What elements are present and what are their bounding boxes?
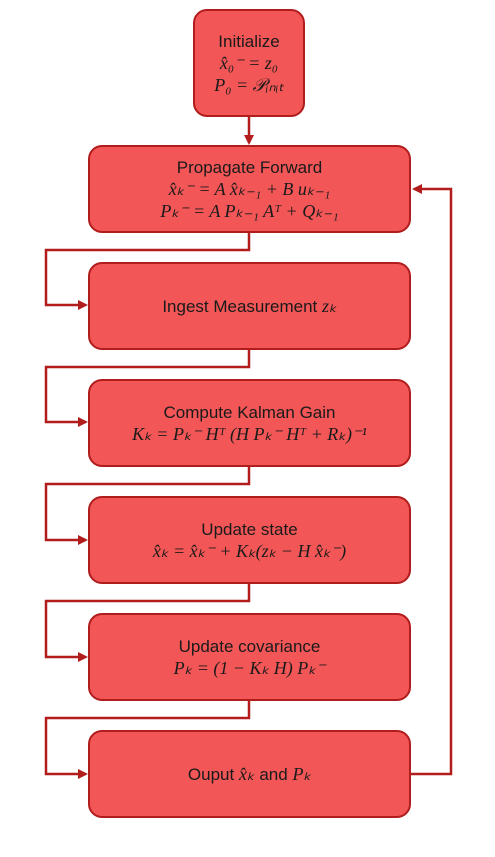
update-state-box: Update state x̂ₖ = x̂ₖ⁻ + Kₖ(zₖ − H x̂ₖ⁻… (88, 496, 411, 584)
propagate-covariance-equation: Pₖ⁻ = A Pₖ₋₁ Aᵀ + Qₖ₋₁ (160, 200, 339, 221)
output-covariance-symbol: Pₖ (292, 763, 312, 784)
arrow-output-loop-to-propagate (410, 184, 453, 776)
output-box: Ouput x̂ₖ and Pₖ (88, 730, 411, 818)
update-covariance-title: Update covariance (178, 636, 321, 656)
compute-kalman-gain-box: Compute Kalman Gain Kₖ = Pₖ⁻ Hᵀ (H Pₖ⁻ H… (88, 379, 411, 467)
initialize-equation-2: P₀ = 𝒫ᵢₙᵢₜ (214, 74, 284, 95)
output-state-symbol: x̂ₖ (238, 763, 255, 784)
initialize-box: Initialize x̂₀⁻ = z₀ P₀ = 𝒫ᵢₙᵢₜ (193, 9, 305, 117)
propagate-state-equation: x̂ₖ⁻ = A x̂ₖ₋₁ + B uₖ₋₁ (168, 178, 331, 199)
arrow-gain-to-update-state (44, 467, 251, 545)
ingest-measurement-box: Ingest Measurement zₖ (88, 262, 411, 350)
arrow-propagate-to-ingest (44, 233, 251, 310)
output-title: Ouput x̂ₖ and Pₖ (188, 764, 311, 785)
update-state-title: Update state (201, 519, 298, 539)
update-covariance-equation: Pₖ = (1 − Kₖ H) Pₖ⁻ (173, 657, 326, 678)
output-and: and (259, 764, 288, 784)
arrow-ingest-to-gain (44, 350, 251, 427)
initialize-equation-1: x̂₀⁻ = z₀ (219, 52, 279, 73)
compute-kalman-gain-title: Compute Kalman Gain (163, 402, 336, 422)
ingest-measurement-label: Ingest Measurement (162, 296, 318, 316)
arrow-update-covariance-to-output (44, 701, 251, 779)
kalman-gain-equation: Kₖ = Pₖ⁻ Hᵀ (H Pₖ⁻ Hᵀ + Rₖ)⁻¹ (132, 423, 367, 444)
initialize-title: Initialize (218, 31, 280, 51)
propagate-forward-box: Propagate Forward x̂ₖ⁻ = A x̂ₖ₋₁ + B uₖ₋… (88, 145, 411, 233)
ingest-measurement-symbol: zₖ (322, 295, 337, 316)
output-prefix: Ouput (187, 764, 235, 784)
arrow-update-state-to-update-covariance (44, 584, 251, 662)
ingest-measurement-title: Ingest Measurement zₖ (162, 296, 336, 317)
update-state-equation: x̂ₖ = x̂ₖ⁻ + Kₖ(zₖ − H x̂ₖ⁻) (152, 540, 347, 561)
propagate-forward-title: Propagate Forward (176, 157, 323, 177)
update-covariance-box: Update covariance Pₖ = (1 − Kₖ H) Pₖ⁻ (88, 613, 411, 701)
